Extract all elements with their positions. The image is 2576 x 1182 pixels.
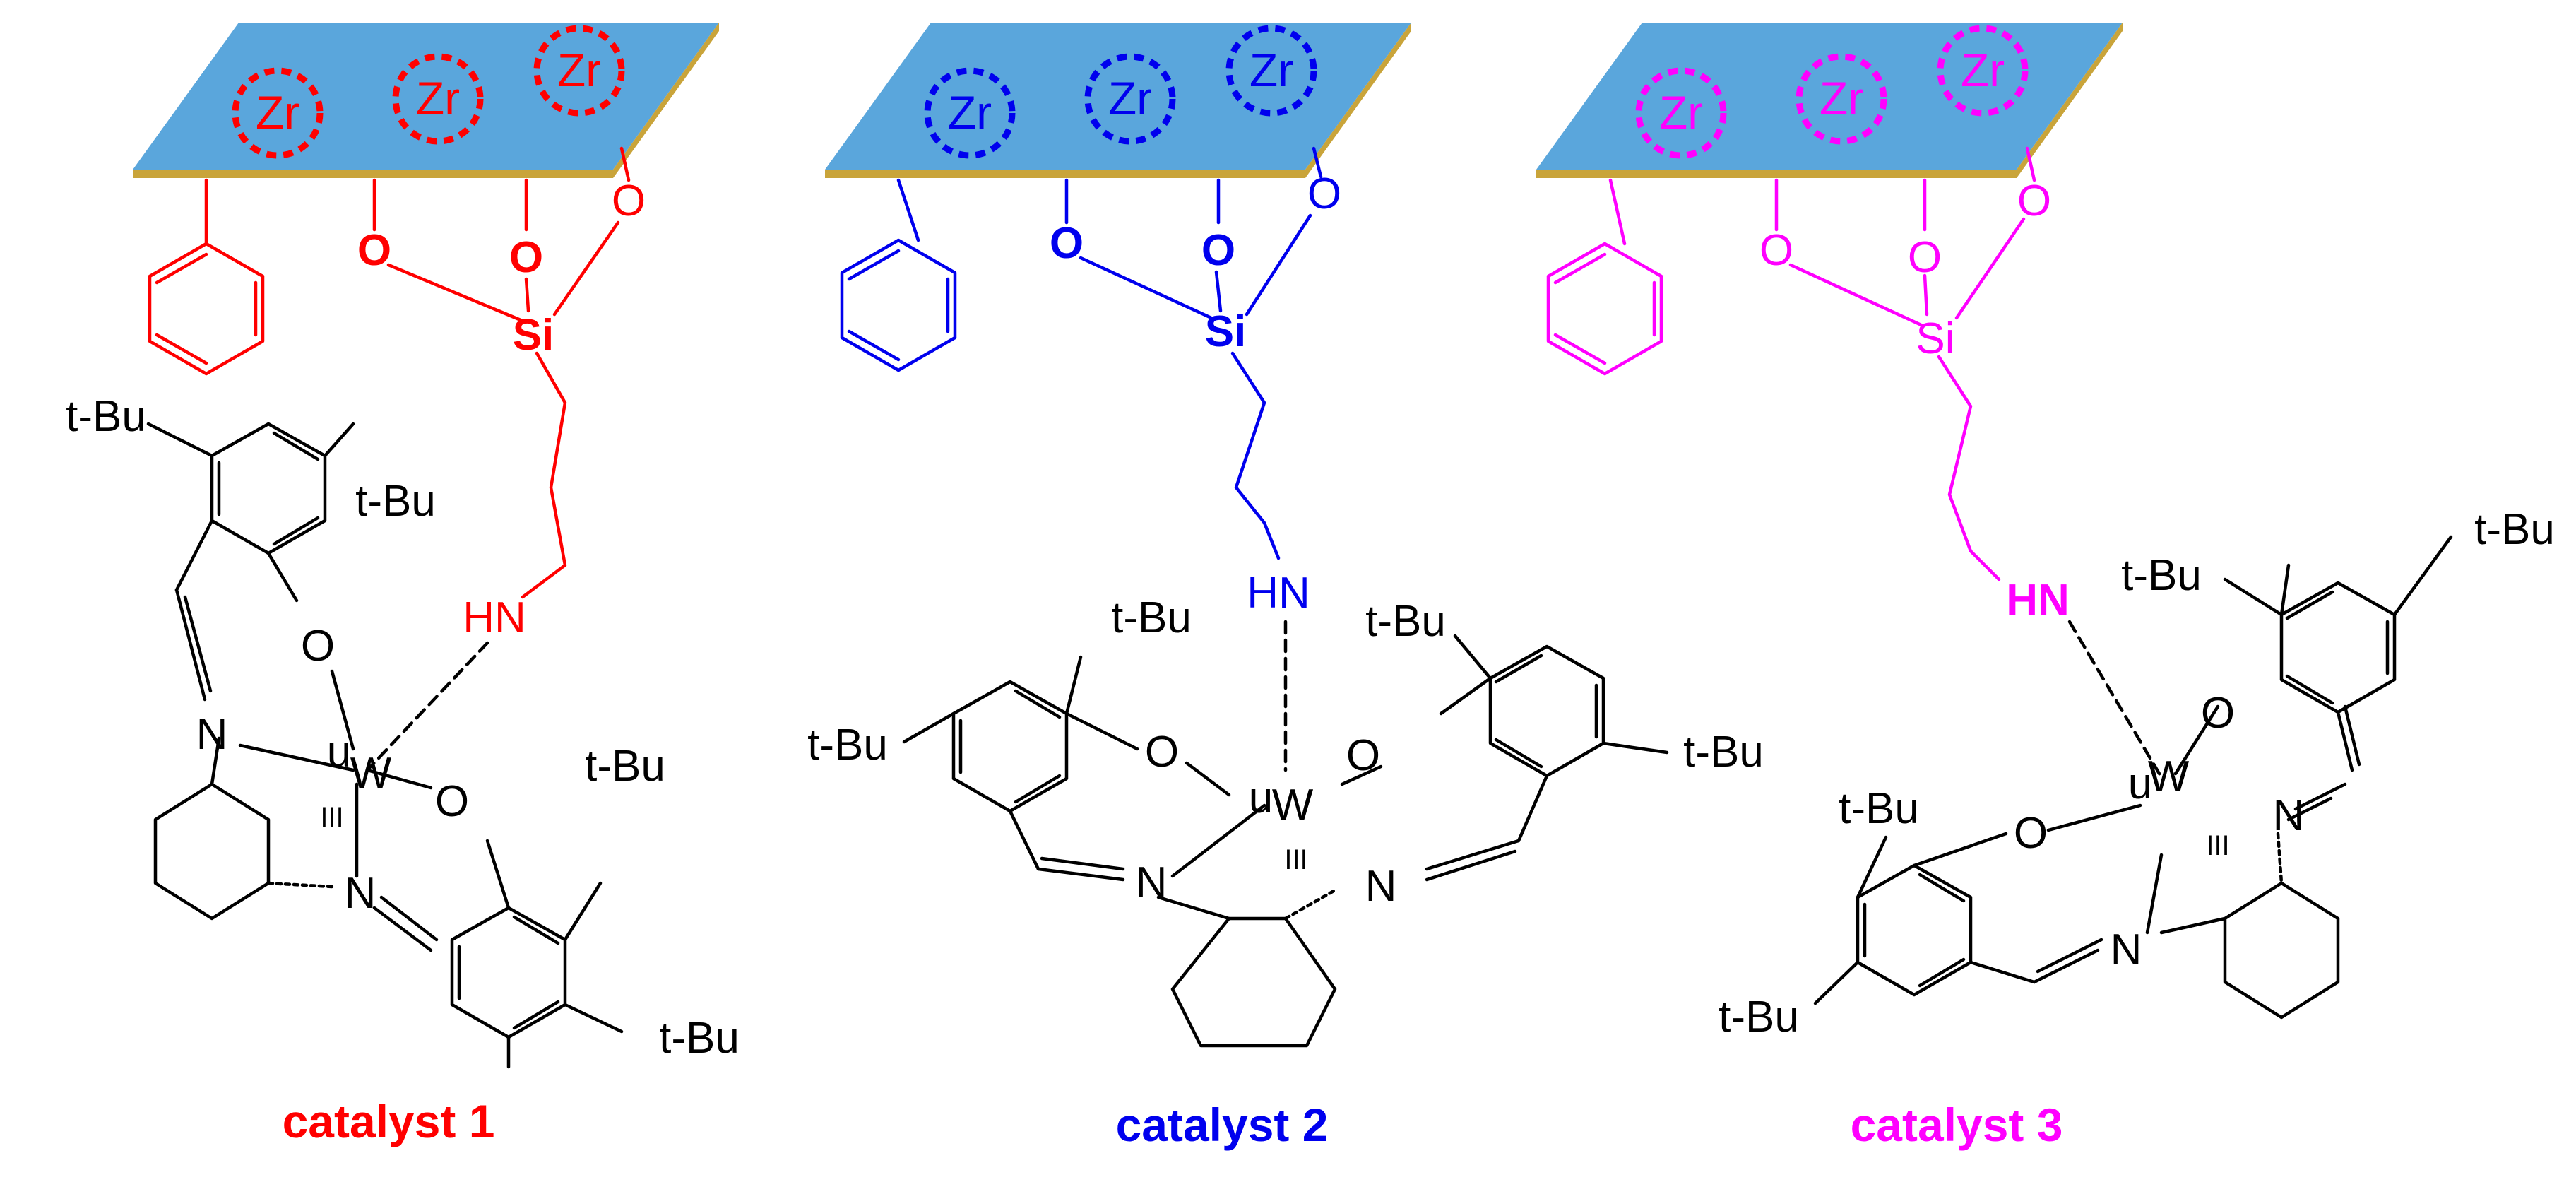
nitrogen-label: N — [2273, 791, 2305, 840]
triple-bond-mark: III — [2206, 830, 2229, 861]
zr-label: Zr — [948, 86, 992, 138]
zr-label: Zr — [557, 44, 601, 96]
catalyst-2-zr-sites: Zr Zr Zr — [924, 25, 1317, 159]
oxygen-label: O — [301, 622, 335, 670]
catalyst-3-zr-sites: Zr Zr Zr — [1635, 25, 2029, 159]
uranium-label: u — [1249, 774, 1273, 822]
oxygen-label: O — [357, 226, 391, 275]
nitrogen-label: N — [1365, 862, 1397, 911]
catalyst-1-surface — [133, 23, 719, 178]
catalyst-1-zr-sites: Zr Zr Zr — [232, 25, 625, 159]
uranium-label: u — [327, 728, 351, 776]
oxygen-label: O — [2017, 177, 2051, 225]
nitrogen-label: N — [196, 710, 228, 759]
nitrogen-label: N — [2111, 926, 2142, 974]
amine-label: HN — [463, 593, 526, 642]
silicon-label: Si — [1205, 307, 1247, 356]
triple-bond-mark: III — [320, 802, 343, 833]
oxygen-label: O — [1201, 226, 1235, 275]
tungsten-label: W — [350, 749, 392, 798]
oxygen-label: O — [2201, 689, 2235, 738]
nitrogen-label: N — [345, 869, 376, 918]
catalyst-2-linker — [840, 146, 1323, 772]
tert-butyl-label: t-Bu — [1683, 728, 1764, 776]
oxygen-label: O — [1050, 219, 1084, 268]
tert-butyl-label: t-Bu — [2474, 505, 2555, 554]
tert-butyl-label: t-Bu — [1111, 593, 1192, 642]
zr-label: Zr — [1820, 72, 1863, 124]
catalyst-3-salen-bonds — [1813, 535, 2453, 1020]
catalyst-2-caption: catalyst 2 — [1116, 1099, 1329, 1151]
triple-bond-mark: III — [1284, 844, 1307, 875]
catalyst-2-salen-bonds — [902, 634, 1669, 1048]
oxygen-label: O — [2014, 809, 2048, 858]
oxygen-label: O — [509, 233, 543, 282]
tungsten-label: W — [2148, 752, 2190, 801]
zr-label: Zr — [416, 72, 460, 124]
oxygen-label: O — [435, 777, 469, 826]
oxygen-label: O — [1307, 170, 1341, 218]
tert-butyl-label: t-Bu — [2121, 551, 2202, 600]
tert-butyl-label: t-Bu — [1839, 784, 1919, 833]
uranium-label: u — [2128, 760, 2152, 808]
tungsten-label: W — [1272, 781, 1314, 829]
catalyst-2-surface — [825, 23, 1411, 178]
nitrogen-label: N — [1136, 858, 1168, 907]
catalyst-2: Zr Zr Zr O O O Si HN — [807, 23, 1764, 1151]
catalyst-1-linker — [148, 146, 631, 599]
zr-label: Zr — [1108, 72, 1152, 124]
oxygen-label: O — [1145, 728, 1179, 776]
amine-label: HN — [2006, 576, 2070, 625]
tert-butyl-label: t-Bu — [659, 1014, 740, 1063]
tert-butyl-label: t-Bu — [1719, 993, 1799, 1041]
catalyst-1: Zr Zr Zr O O O Si HN — [66, 23, 740, 1147]
oxygen-label: O — [612, 177, 646, 225]
zr-label: Zr — [256, 86, 299, 138]
tert-butyl-label: t-Bu — [807, 721, 888, 769]
catalyst-3-caption: catalyst 3 — [1851, 1099, 2063, 1151]
zr-label: Zr — [1961, 44, 2005, 96]
catalyst-1-salen-bonds — [146, 422, 624, 1069]
tert-butyl-label: t-Bu — [355, 477, 436, 526]
zr-label: Zr — [1250, 44, 1293, 96]
tert-butyl-label: t-Bu — [1365, 597, 1446, 646]
tert-butyl-label: t-Bu — [585, 742, 665, 791]
catalyst-3: Zr Zr Zr O O O Si HN — [1536, 23, 2555, 1151]
silicon-label: Si — [1916, 314, 1954, 363]
silicon-label: Si — [513, 311, 554, 360]
catalyst-1-caption: catalyst 1 — [283, 1095, 495, 1147]
oxygen-label: O — [1908, 233, 1942, 282]
oxygen-label: O — [1759, 226, 1793, 275]
catalyst-3-linker — [1546, 146, 2036, 581]
catalyst-3-surface — [1536, 23, 2123, 178]
amine-label: HN — [1247, 569, 1310, 617]
oxygen-label: O — [1346, 731, 1380, 780]
zr-label: Zr — [1659, 86, 1703, 138]
tert-butyl-label: t-Bu — [66, 392, 146, 441]
